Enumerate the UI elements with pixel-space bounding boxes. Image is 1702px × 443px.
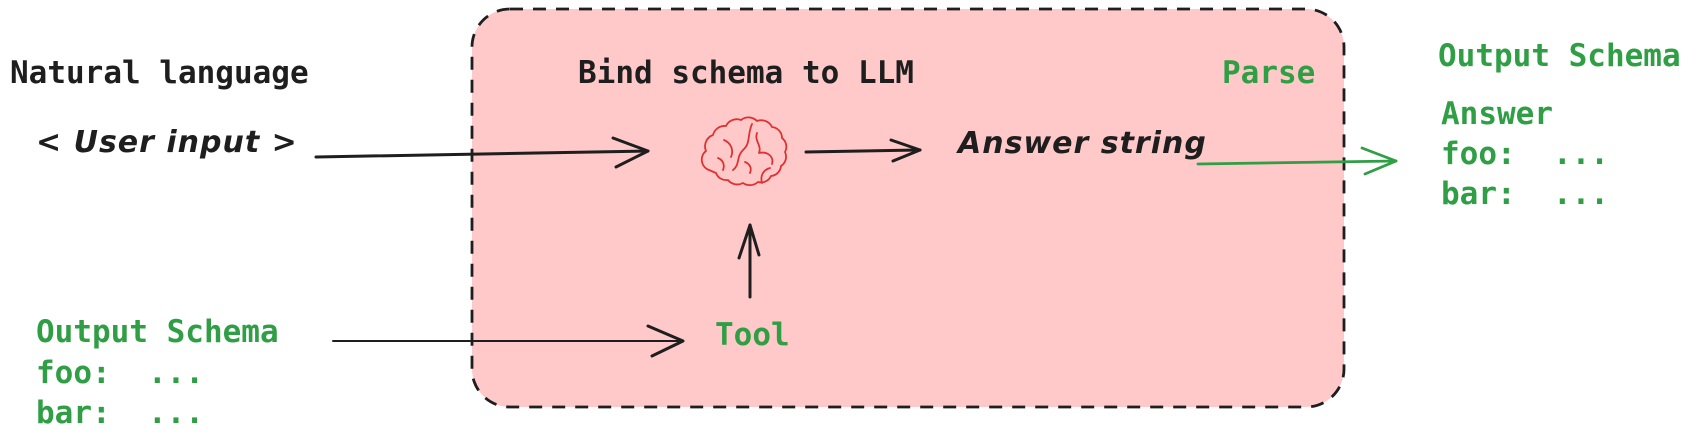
arrow-schema-to-tool [332, 324, 685, 358]
arrow-user-input-to-llm [314, 136, 650, 169]
input-schema-foo-line: foo: ... [36, 355, 204, 391]
arrow-llm-to-answer-string [804, 138, 922, 163]
bind-schema-title: Bind schema to LLM [578, 55, 914, 91]
arrow-tool-to-llm [737, 223, 761, 299]
user-input-label: < User input > [36, 125, 298, 160]
input-schema-heading: Output Schema [36, 314, 279, 350]
output-bar-line: bar: ... [1441, 176, 1609, 212]
output-answer-label: Answer [1441, 96, 1553, 132]
tool-label: Tool [715, 317, 790, 353]
input-schema-bar-line: bar: ... [36, 395, 204, 431]
llm-box-outline [470, 7, 1346, 409]
output-schema-heading: Output Schema [1438, 38, 1681, 74]
output-foo-line: foo: ... [1441, 136, 1609, 172]
parse-label: Parse [1222, 55, 1316, 91]
natural-language-label: Natural language [10, 55, 309, 91]
answer-string-label: Answer string [958, 126, 1207, 161]
arrow-parse-to-output [1196, 146, 1398, 176]
brain-icon [700, 116, 788, 187]
